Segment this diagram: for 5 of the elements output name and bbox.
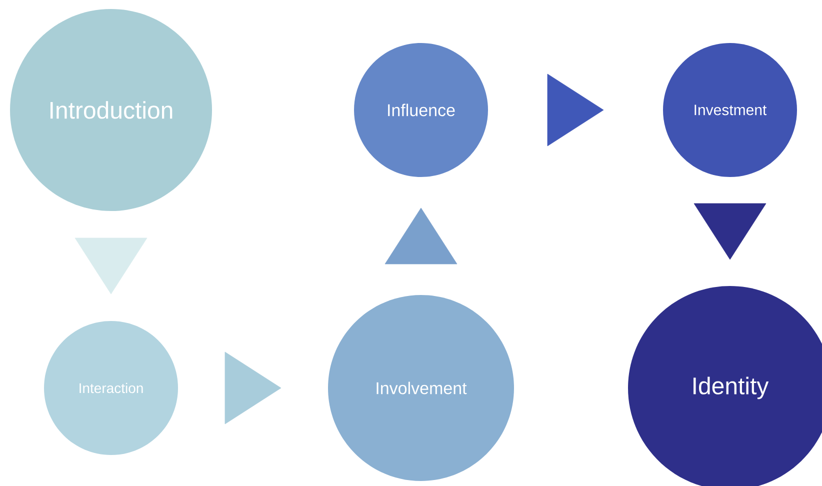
arrow: [224, 352, 282, 424]
arrow: [547, 74, 604, 146]
arrow: [74, 238, 148, 294]
arrow: [694, 203, 766, 260]
arrow: [384, 208, 458, 264]
